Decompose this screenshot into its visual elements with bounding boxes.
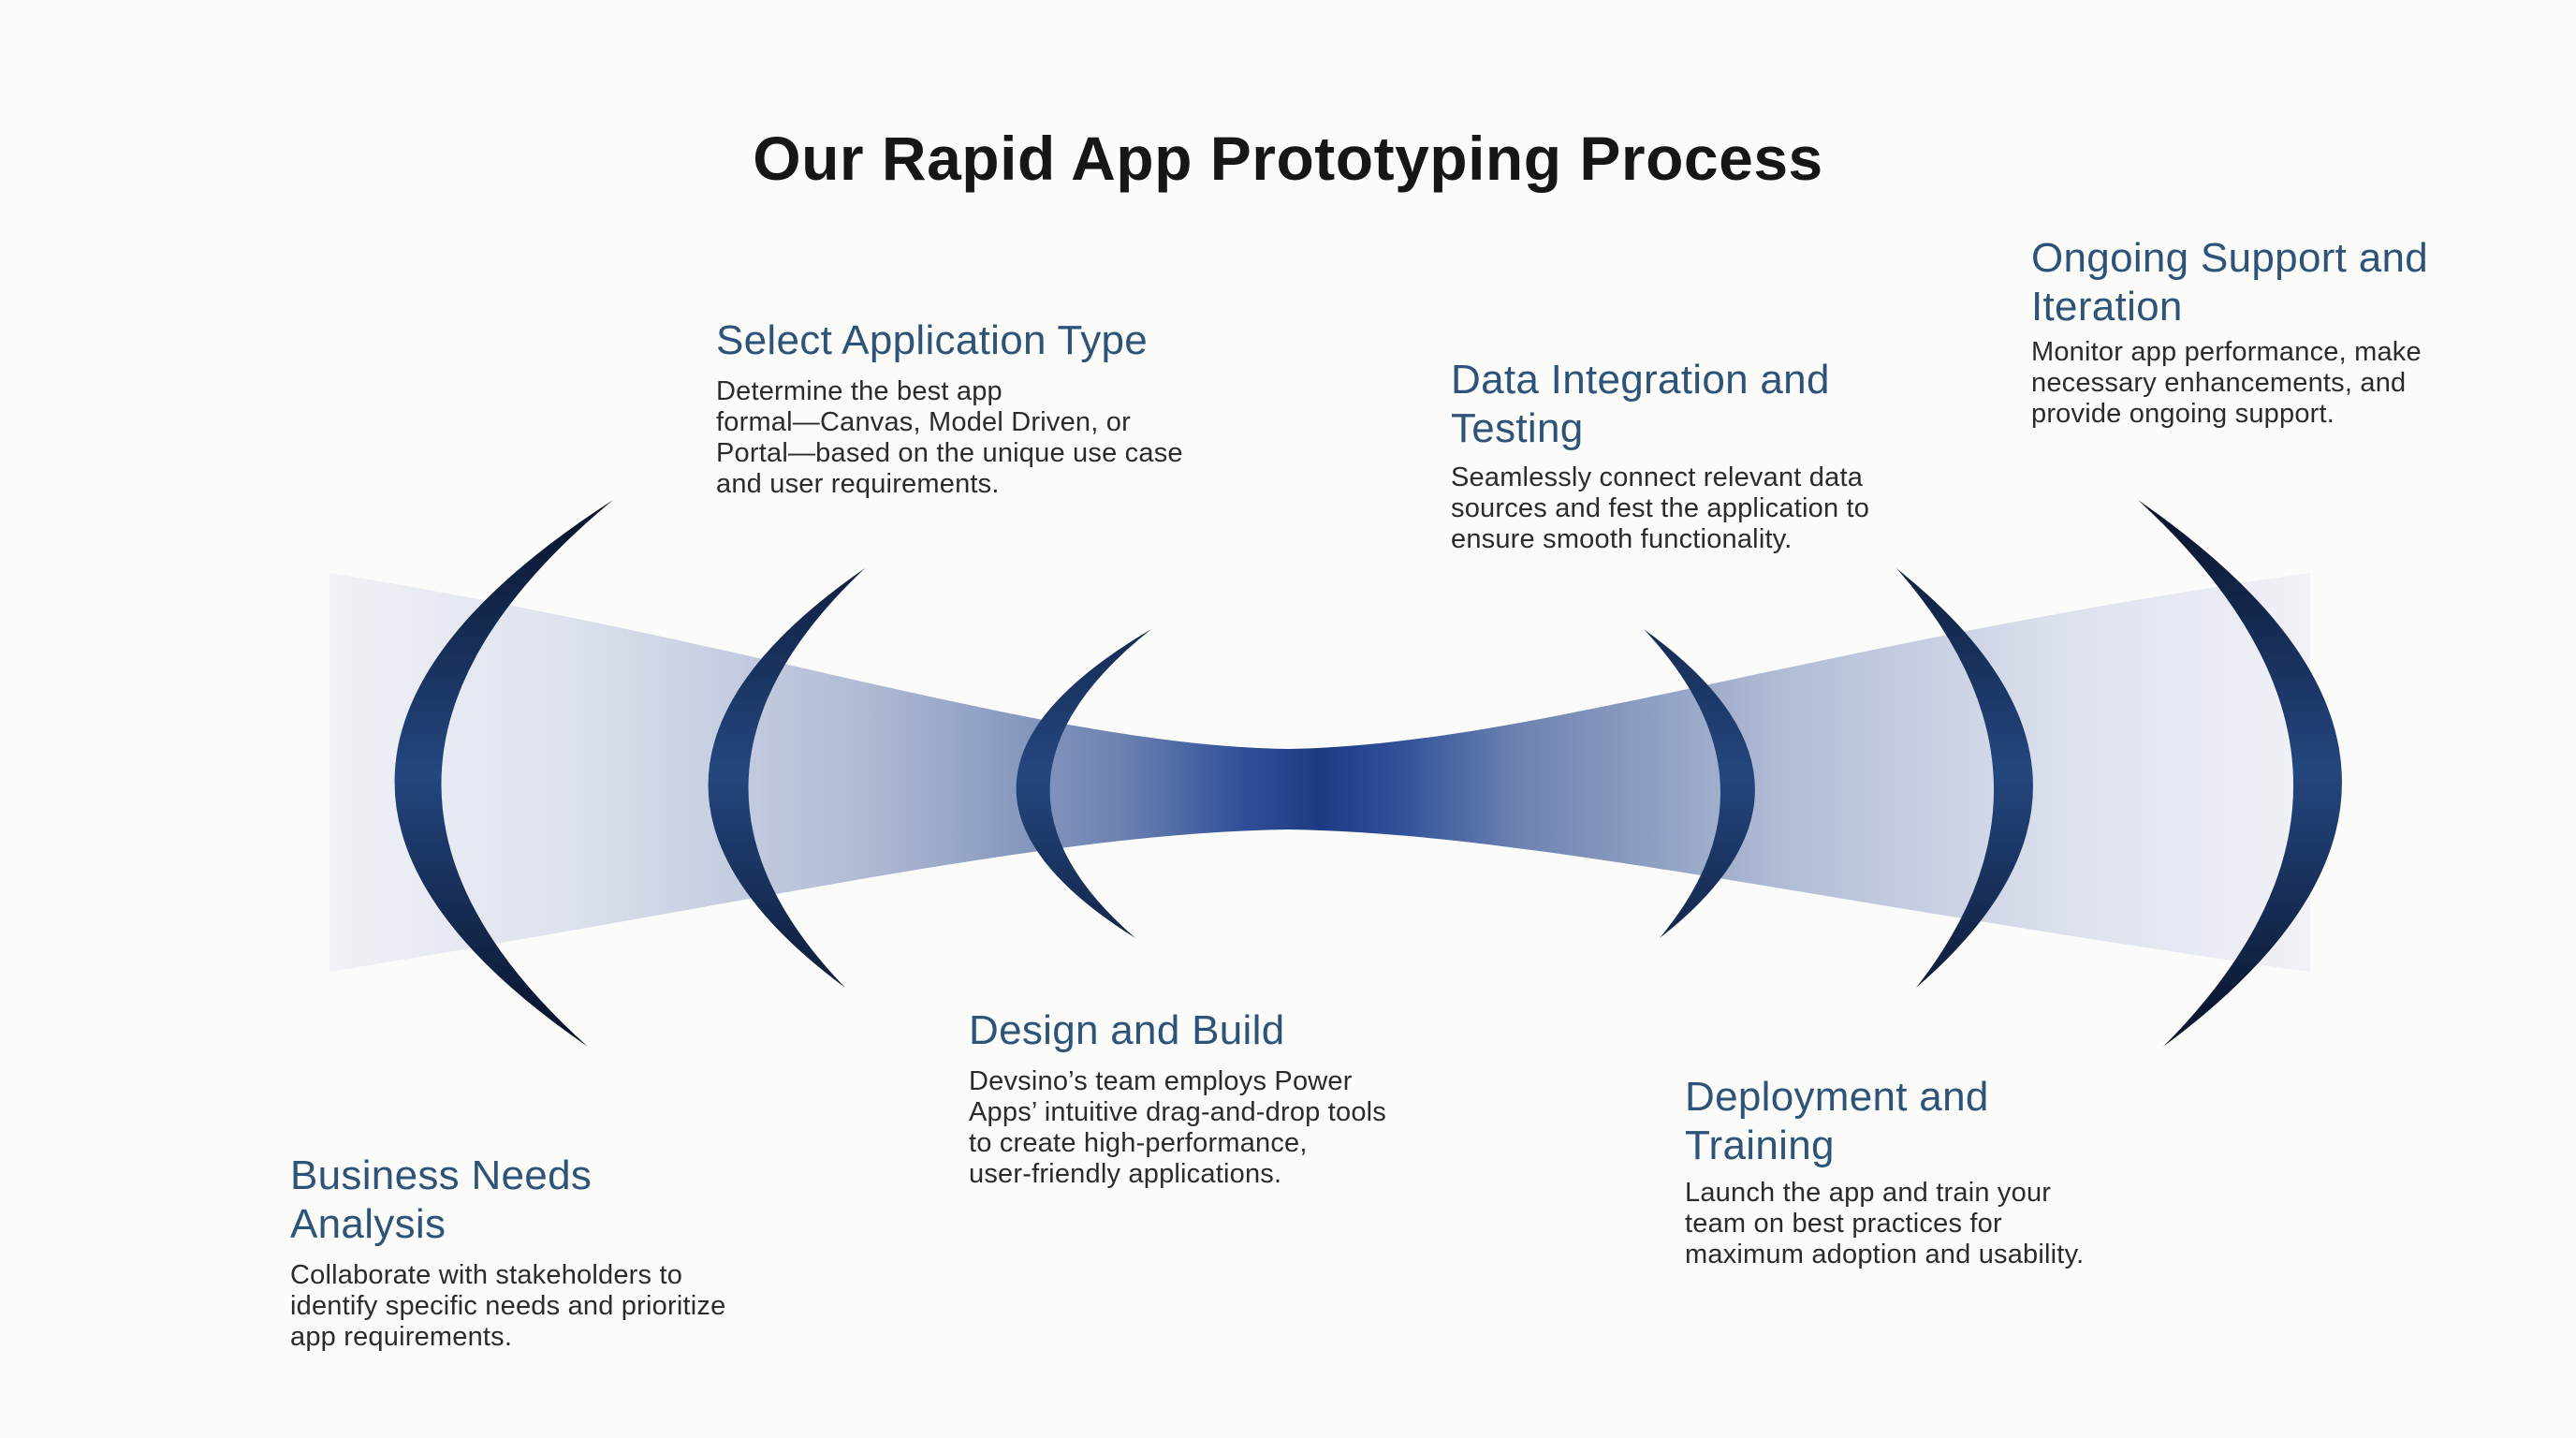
step-select-application-type: Select Application Type Determine the be…: [716, 316, 1222, 500]
crescent-arc-2: [708, 568, 865, 988]
step-heading: Select Application Type: [716, 317, 1149, 363]
crescent-arc-1: [394, 500, 613, 1047]
crescent-arc-4: [1644, 629, 1755, 938]
step-data-integration-and-testing: Data Integration and Testing Seamlessly …: [1451, 356, 1900, 555]
step-ongoing-support-and-iteration: Ongoing Support and Iteration Monitor ap…: [2031, 234, 2499, 430]
step-body: Devsino’s team employs Power Apps’ intui…: [969, 1066, 1387, 1189]
step-heading: Deployment and Training: [1685, 1074, 1989, 1168]
step-business-needs-analysis: Business Needs Analysis Collaborate with…: [290, 1152, 739, 1353]
step-heading: Ongoing Support and Iteration: [2031, 235, 2429, 330]
step-heading: Data Integration and Testing: [1451, 357, 1830, 451]
flow-band: [329, 573, 2310, 972]
step-body: Seamlessly connect relevant data sources…: [1451, 462, 1870, 554]
step-body: Collaborate with stakeholders to identif…: [290, 1260, 726, 1352]
step-heading: Business Needs Analysis: [290, 1152, 593, 1247]
step-body: Monitor app performance, make necessary …: [2031, 337, 2422, 429]
crescent-arc-6: [2138, 500, 2342, 1047]
step-body: Determine the best app formal—Canvas, Mo…: [716, 376, 1183, 499]
step-deployment-and-training: Deployment and Training Launch the app a…: [1685, 1073, 2134, 1270]
page-title: Our Rapid App Prototyping Process: [753, 124, 1823, 193]
crescent-arc-3: [1016, 629, 1151, 938]
step-design-and-build: Design and Build Devsino’s team employs …: [969, 1006, 1474, 1190]
step-body: Launch the app and train your team on be…: [1685, 1178, 2085, 1269]
crescent-arc-5: [1896, 568, 2033, 988]
step-heading: Design and Build: [969, 1007, 1285, 1053]
